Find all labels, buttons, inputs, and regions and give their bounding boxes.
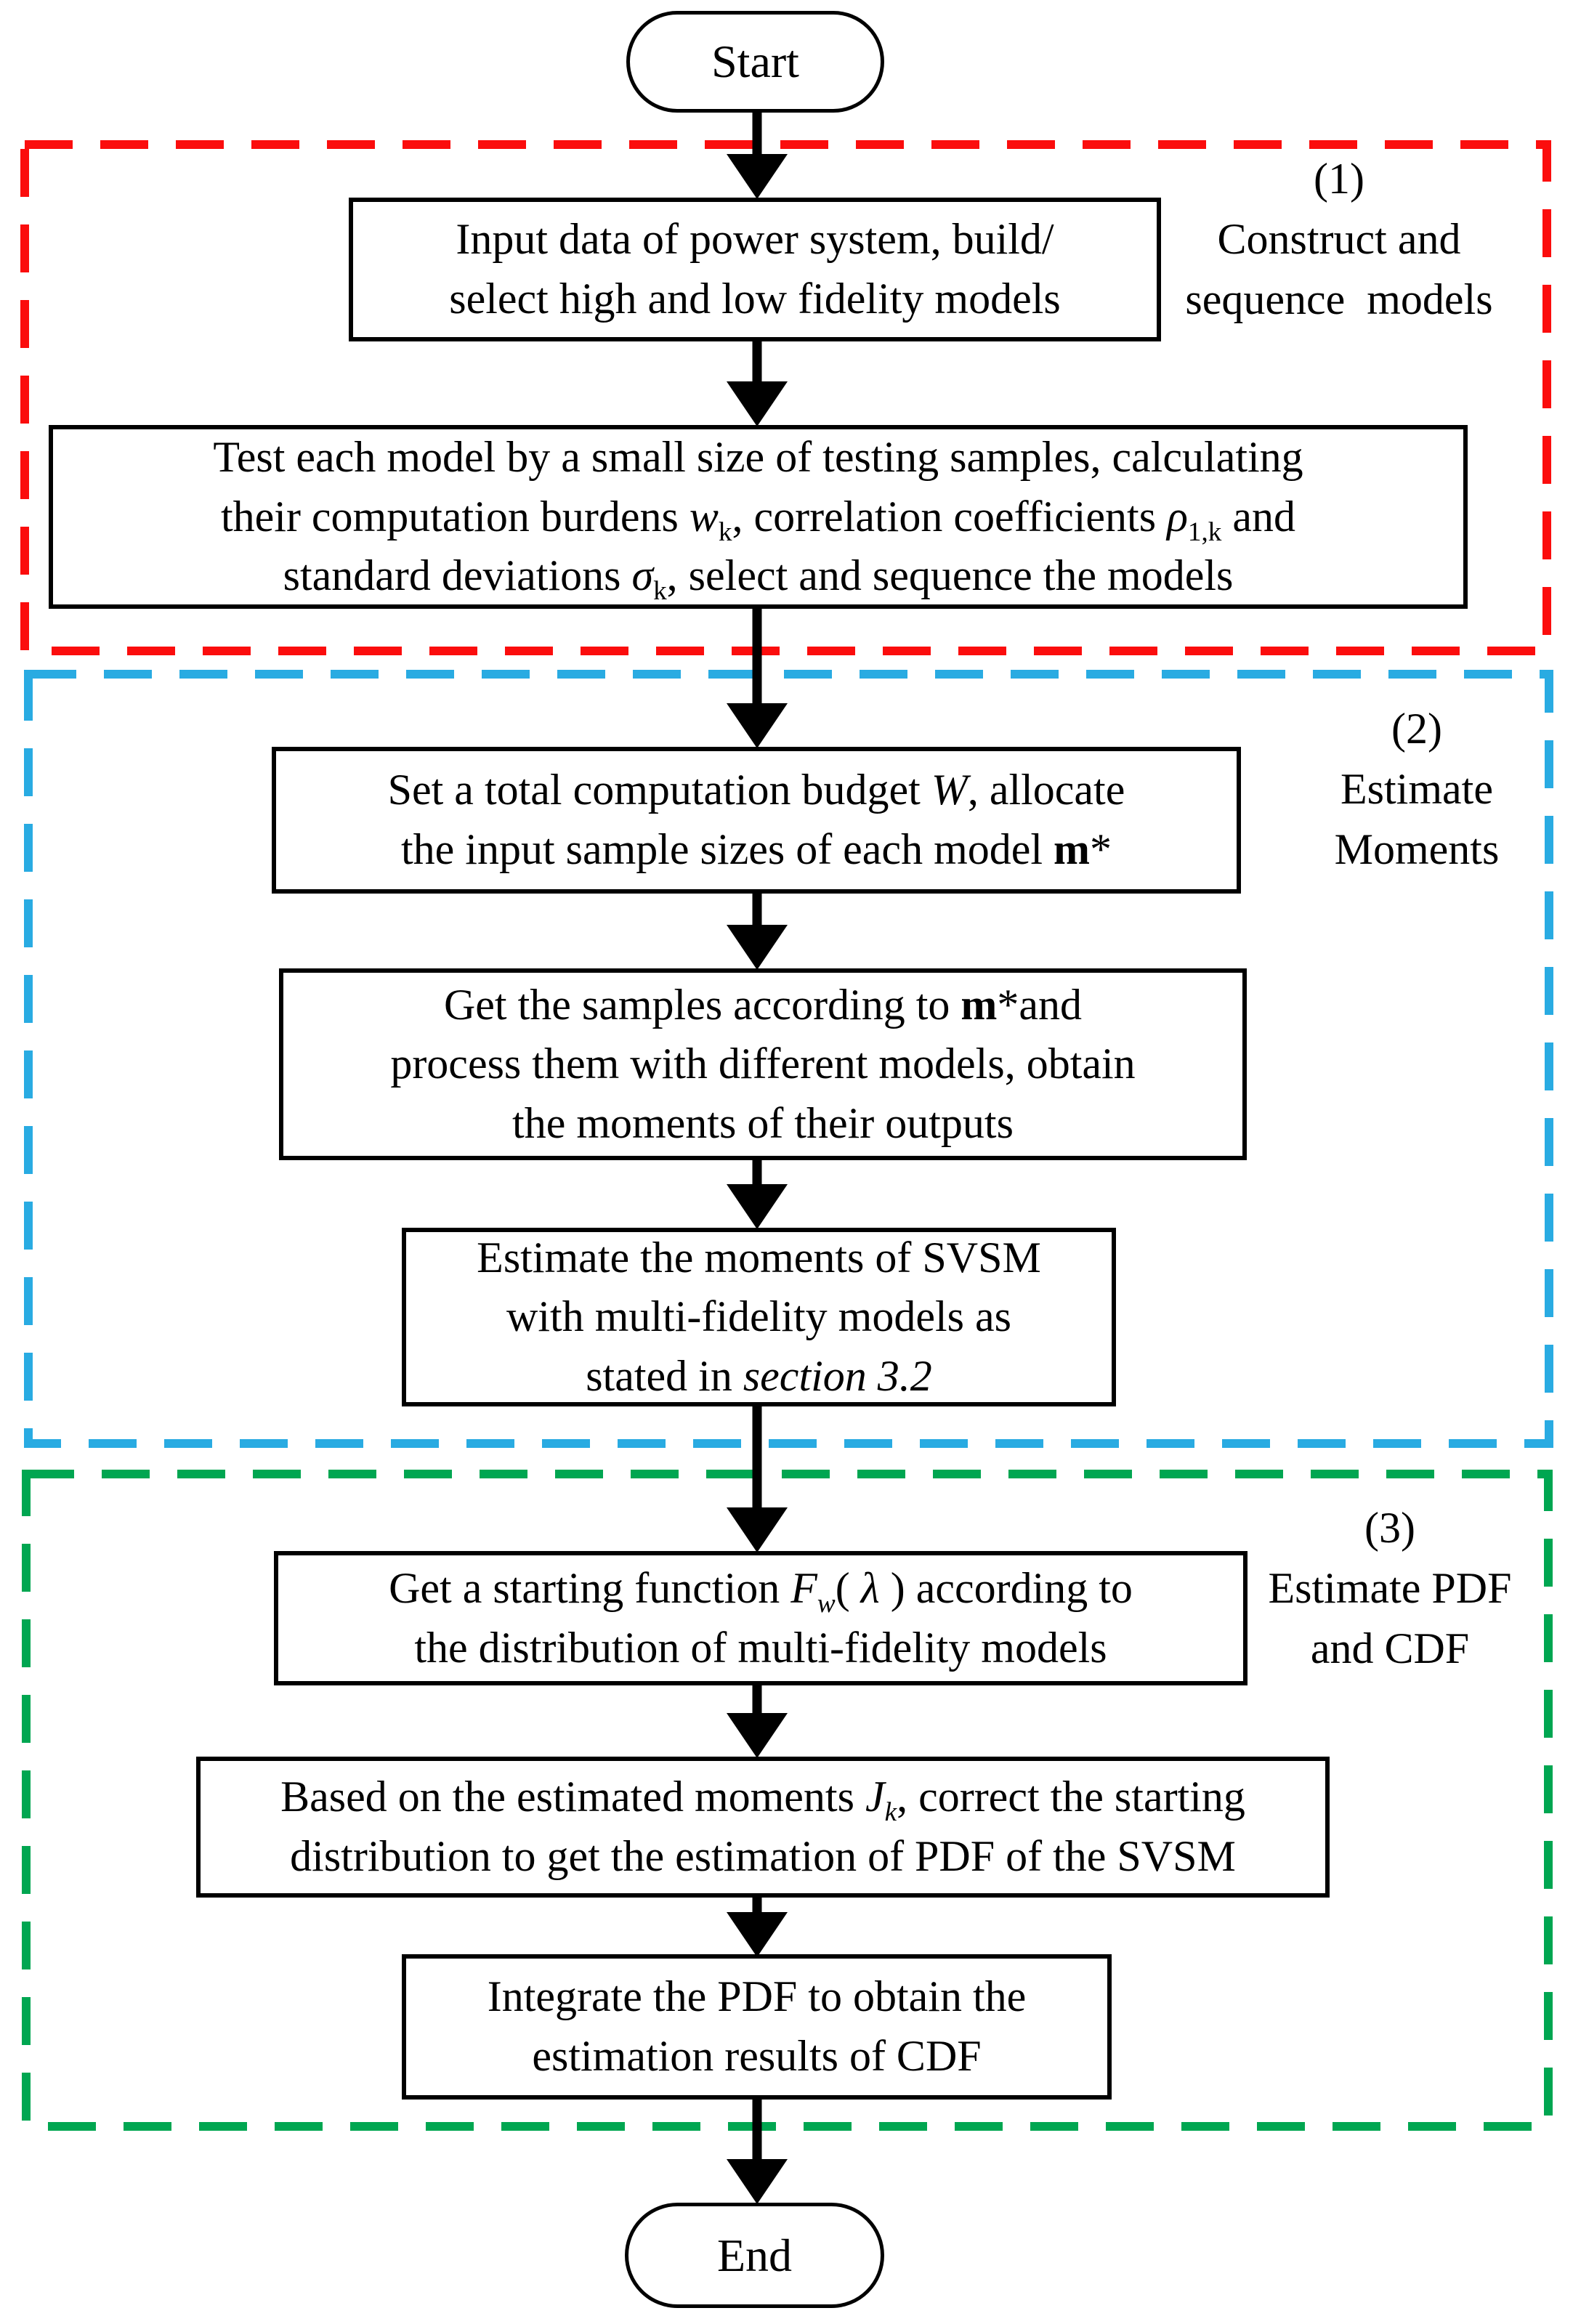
step-text-line: distribution to get the estimation of PD… [290,1832,1236,1880]
stage-3-label: (3) Estimate PDF and CDF [1208,1498,1572,1678]
stage-1-boundary [20,140,1551,655]
flow-arrow [727,1160,788,1229]
flow-arrow [727,1684,788,1758]
step-text-line: the input sample sizes of each model m* [400,825,1112,873]
end-terminator: End [625,2203,884,2308]
stage-2-boundary [24,670,1553,1448]
arrowhead-down-icon [727,1507,788,1552]
start-label: Start [711,36,799,87]
step-box-get-samples: Get the samples according to m*and proce… [279,968,1247,1160]
step-text-line: with multi-fidelity models as [506,1292,1011,1341]
step-text-line: select high and low fidelity models [449,275,1061,323]
step-text-line: stated in section 3.2 [586,1351,932,1400]
flow-arrow [727,894,788,970]
step-box-set-budget: Set a total computation budget W, alloca… [272,747,1241,894]
step-box-estimate-moments: Estimate the moments of SVSM with multi-… [402,1228,1116,1406]
step-text-line: the moments of their outputs [512,1098,1014,1147]
stage-number: (2) [1391,705,1442,753]
stage-title-line: Moments [1334,825,1500,873]
arrowhead-down-icon [727,1713,788,1758]
stage-3-boundary [22,1470,1553,2131]
step-text-line: the distribution of multi-fidelity model… [414,1623,1107,1672]
step-text-line: Set a total computation budget W, alloca… [387,766,1125,814]
stage-title-line: Construct and [1217,214,1461,263]
flow-arrow [727,1898,788,1957]
flow-arrow [727,113,788,199]
stage-number: (3) [1364,1504,1415,1552]
step-text-line: their computation burdens wk, correlatio… [220,492,1296,547]
flow-arrow [727,1404,788,1552]
step-box-input-models: Input data of power system, build/ selec… [349,198,1161,341]
end-label: End [716,2229,793,2281]
step-box-test-models: Test each model by a small size of testi… [49,425,1468,609]
flow-arrow [727,609,788,748]
arrowhead-down-icon [727,1912,788,1957]
step-text-line: estimation results of CDF [532,2032,982,2080]
stage-title-line: and CDF [1310,1624,1470,1672]
flow-arrow [727,2100,788,2204]
arrowhead-down-icon [727,925,788,970]
stage-title-line: sequence models [1185,275,1493,323]
stage-1-label: (1) Construct and sequence models [1128,149,1550,329]
arrowhead-down-icon [727,1184,788,1229]
step-text-line: Based on the estimated moments Jk, corre… [280,1773,1245,1828]
stage-2-label: (2) Estimate Moments [1235,699,1573,879]
arrowhead-down-icon [727,381,788,426]
step-box-starting-function: Get a starting function Fw( λ ) accordin… [274,1551,1248,1685]
step-text-line: process them with different models, obta… [390,1040,1136,1088]
stage-title-line: Estimate [1341,764,1493,813]
arrowhead-down-icon [727,154,788,199]
start-terminator: Start [626,11,884,113]
arrowhead-down-icon [727,2159,788,2204]
step-text-line: Get a starting function Fw( λ ) accordin… [389,1563,1133,1619]
flow-arrow [727,341,788,426]
step-text-line: Integrate the PDF to obtain the [487,1972,1027,2021]
arrowhead-down-icon [727,703,788,748]
step-text-line: standard deviations σk, select and seque… [283,551,1234,607]
stage-title-line: Estimate PDF [1268,1563,1512,1612]
stage-number: (1) [1314,155,1364,203]
step-text-line: Estimate the moments of SVSM [477,1233,1041,1282]
step-text-line: Get the samples according to m*and [443,980,1083,1029]
step-text-line: Test each model by a small size of testi… [213,433,1303,482]
step-box-correct-distribution: Based on the estimated moments Jk, corre… [196,1757,1330,1898]
step-text-line: Input data of power system, build/ [456,215,1054,264]
step-box-integrate-pdf: Integrate the PDF to obtain the estimati… [402,1954,1112,2100]
